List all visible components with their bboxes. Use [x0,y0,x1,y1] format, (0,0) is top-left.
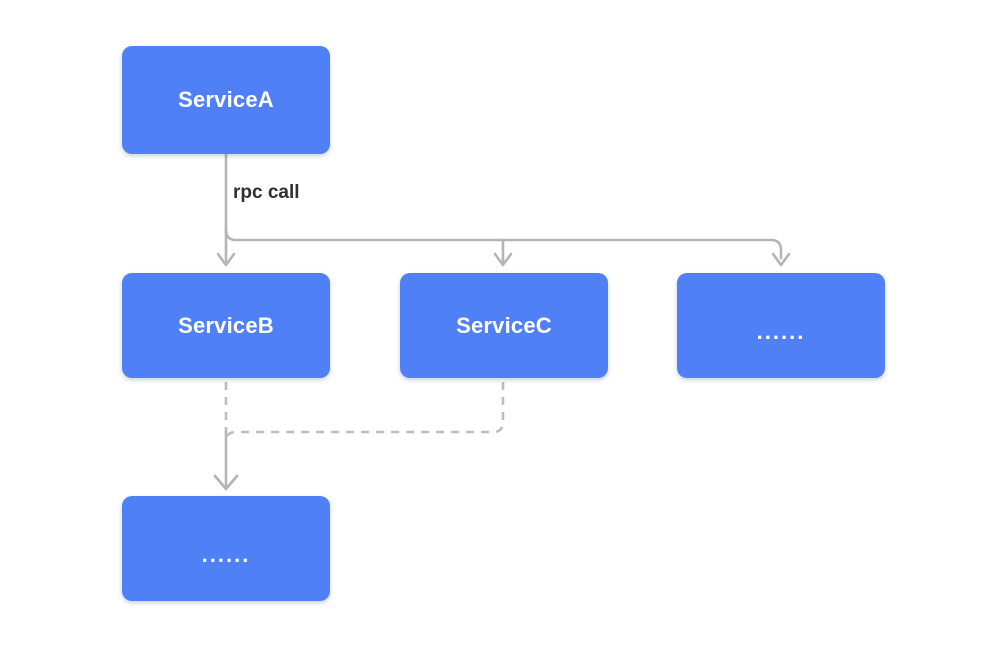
edge-a-to-more1-arrowhead [771,252,791,267]
node-more-services-label: ...... [756,318,806,344]
node-service-a[interactable]: ServiceA [122,46,330,154]
edge-a-to-b-arrowhead [216,252,236,267]
edge-merge-to-more2-arrowhead [213,474,239,491]
node-service-b[interactable]: ServiceB [122,273,330,378]
edge-label-rpc-call: rpc call [233,182,300,203]
node-service-c-label: ServiceC [456,312,552,338]
edge-branch-bus [224,228,783,260]
edge-a-to-c-arrowhead [493,252,513,267]
node-more-downstream-label: ...... [201,541,251,567]
node-more-downstream[interactable]: ...... [122,496,330,601]
node-more-services[interactable]: ...... [677,273,885,378]
node-service-a-label: ServiceA [178,87,274,112]
edge-c-to-more2-dashed [224,382,505,443]
node-service-b-label: ServiceB [178,312,274,338]
node-service-c[interactable]: ServiceC [400,273,608,378]
